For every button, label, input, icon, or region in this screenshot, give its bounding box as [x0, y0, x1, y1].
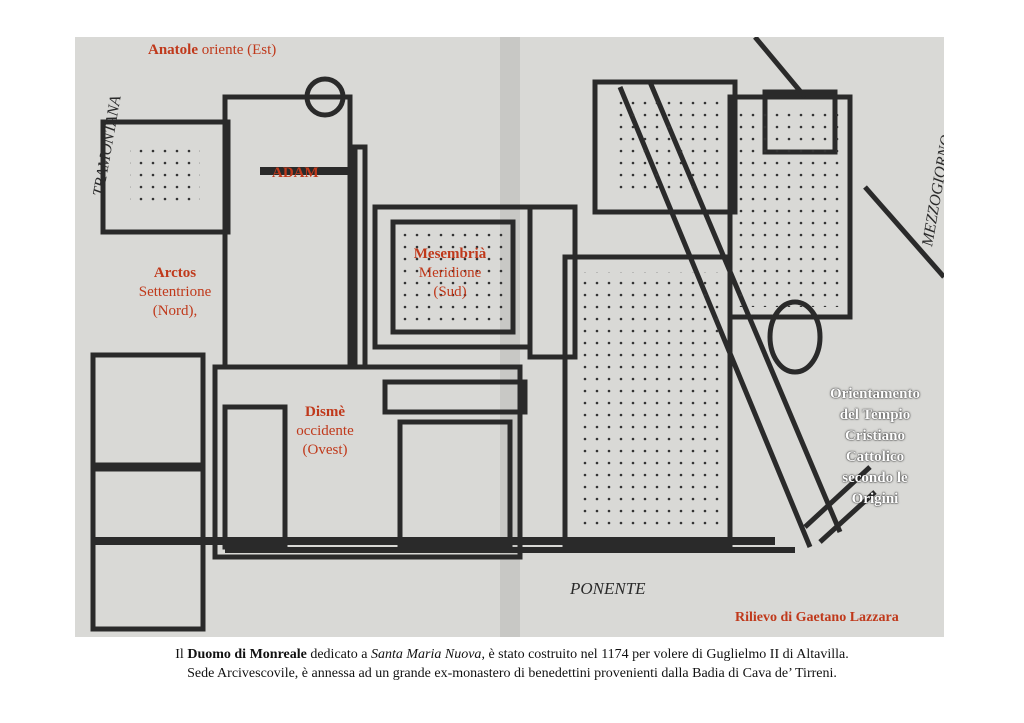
map-text-tramontana: TRAMONTANA [90, 94, 124, 198]
caption-mid: dedicato a [306, 647, 371, 662]
label-mesembria-line1: Meridione [418, 265, 482, 281]
orientamento-line-3: Cristiano [845, 428, 905, 444]
label-mesembria-name: Mesembrià [413, 246, 487, 262]
orientamento-line-4: Cattolico [845, 449, 905, 465]
label-disme-name: Dismè [305, 404, 345, 420]
label-disme: Dismè occidente (Ovest) [270, 403, 380, 460]
label-rilievo: Rilievo di Gaetano Lazzara [735, 608, 899, 627]
floor-plan-drawing: TRAMONTANA MEZZOGIORNO PONENTE [90, 37, 944, 637]
caption-duomo: Duomo di Monreale [187, 647, 307, 662]
caption-post: , è stato costruito nel 1174 per volere … [481, 647, 849, 662]
label-anatole: Anatole oriente (Est) [148, 41, 276, 60]
orientamento-line-5: secondo le [842, 470, 908, 486]
map-text-ponente: PONENTE [569, 579, 646, 598]
label-arctos: Arctos Settentrione (Nord), [115, 264, 235, 321]
caption: Il Duomo di Monreale dedicato a Santa Ma… [0, 645, 1024, 683]
caption-pre: Il [175, 647, 188, 662]
caption-santa: Santa Maria Nuova [370, 647, 482, 662]
label-disme-line2: (Ovest) [302, 442, 348, 458]
caption-line-1: Il Duomo di Monreale dedicato a Santa Ma… [0, 645, 1024, 664]
orientamento-line-6: Origini [851, 491, 899, 507]
label-mesembria-line2: (Sud) [433, 284, 467, 300]
label-orientamento: Orientamento del Tempio Cristiano Cattol… [810, 384, 940, 510]
label-adam-text: ADAM [272, 165, 319, 181]
map-text-mezzogiorno: MEZZOGIORNO [919, 133, 944, 249]
label-arctos-line1: Settentrione [138, 284, 212, 300]
label-adam: ADAM [272, 164, 319, 183]
floor-plan-image: TRAMONTANA MEZZOGIORNO PONENTE Anatole o… [75, 37, 944, 637]
orientamento-line-1: Orientamento [830, 386, 920, 402]
label-anatole-sub: oriente (Est) [201, 42, 277, 58]
label-arctos-line2: (Nord), [152, 303, 198, 319]
label-arctos-name: Arctos [153, 265, 197, 281]
label-anatole-name: Anatole [148, 42, 198, 58]
caption-line-2: Sede Arcivescovile, è annessa ad un gran… [187, 666, 837, 681]
label-rilievo-text: Rilievo di Gaetano Lazzara [735, 610, 899, 625]
label-mesembria: Mesembrià Meridione (Sud) [385, 245, 515, 302]
label-disme-line1: occidente [296, 423, 354, 439]
orientamento-line-2: del Tempio [839, 407, 911, 423]
